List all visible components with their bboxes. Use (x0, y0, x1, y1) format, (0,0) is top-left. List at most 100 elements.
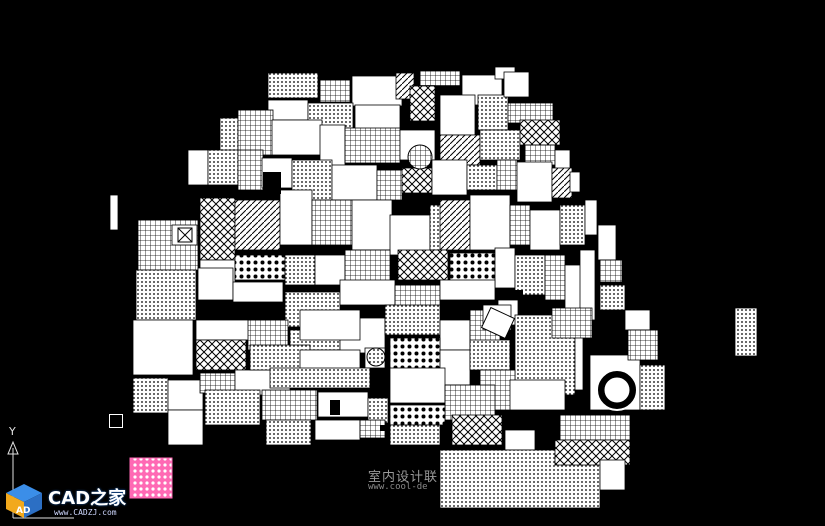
pattern-block[interactable] (331, 164, 378, 201)
pattern-block[interactable] (569, 171, 581, 193)
pattern-block[interactable] (584, 199, 598, 236)
pattern-block[interactable] (559, 414, 631, 441)
pattern-block[interactable] (496, 159, 518, 191)
pattern-block[interactable] (267, 72, 319, 99)
block-detail (330, 400, 340, 415)
pattern-block[interactable] (271, 119, 323, 156)
pattern-block[interactable] (197, 267, 234, 301)
pattern-block[interactable] (237, 109, 274, 156)
pattern-block[interactable] (261, 389, 318, 421)
pattern-block[interactable] (409, 85, 436, 122)
pattern-block[interactable] (469, 339, 511, 371)
block-detail (263, 172, 281, 194)
pattern-block[interactable] (319, 79, 351, 103)
pattern-block[interactable] (234, 199, 281, 251)
block-detail (603, 376, 631, 404)
pattern-block[interactable] (451, 414, 503, 446)
pattern-block[interactable] (477, 94, 509, 131)
pattern-block[interactable] (207, 149, 239, 186)
cube-logo-icon: AD (6, 484, 42, 518)
site-logo[interactable]: AD CAD之家 www.CADZJ.com (4, 482, 139, 522)
pattern-block[interactable] (344, 127, 401, 164)
pattern-block[interactable] (639, 364, 666, 411)
pattern-block[interactable] (195, 339, 247, 371)
pattern-block[interactable] (237, 149, 264, 191)
pattern-block[interactable] (344, 249, 391, 286)
pattern-block[interactable] (439, 319, 471, 351)
pattern-block[interactable] (397, 249, 449, 281)
pattern-block[interactable] (195, 319, 252, 341)
pattern-block[interactable] (734, 307, 758, 357)
block-detail (366, 347, 386, 367)
pattern-block[interactable] (509, 204, 531, 246)
pattern-block[interactable] (559, 204, 586, 246)
pattern-block[interactable] (419, 70, 461, 87)
pattern-block[interactable] (389, 404, 446, 426)
pattern-block[interactable] (167, 409, 204, 446)
pattern-block[interactable] (599, 259, 623, 283)
pattern-block[interactable] (351, 75, 403, 107)
pattern-block[interactable] (279, 189, 313, 246)
pattern-block[interactable] (199, 197, 236, 261)
pattern-block[interactable] (299, 309, 361, 341)
pattern-block[interactable] (311, 199, 353, 246)
block-detail (407, 144, 433, 170)
pattern-block[interactable] (132, 377, 169, 414)
pattern-block[interactable] (544, 254, 566, 301)
pattern-block[interactable] (599, 284, 626, 311)
pattern-block[interactable] (265, 419, 312, 446)
pattern-block[interactable] (267, 99, 309, 121)
pattern-block[interactable] (135, 269, 197, 321)
pattern-block[interactable] (494, 247, 516, 289)
pattern-block[interactable] (514, 254, 546, 296)
pattern-block[interactable] (317, 391, 369, 418)
pattern-block[interactable] (624, 309, 651, 331)
pattern-block[interactable] (389, 214, 431, 256)
pattern-block[interactable] (384, 304, 441, 336)
pattern-block[interactable] (469, 194, 511, 251)
pattern-block[interactable] (431, 159, 468, 196)
pattern-block[interactable] (597, 224, 617, 261)
pattern-block[interactable] (109, 194, 119, 231)
pattern-block[interactable] (551, 307, 593, 339)
pattern-block[interactable] (449, 252, 496, 284)
pattern-block[interactable] (132, 319, 194, 376)
pattern-block[interactable] (504, 429, 536, 451)
pattern-block[interactable] (439, 199, 471, 251)
pattern-block[interactable] (554, 149, 571, 171)
pattern-block[interactable] (314, 419, 361, 441)
pattern-block[interactable] (167, 379, 204, 411)
pattern-block[interactable] (439, 279, 496, 301)
pattern-block[interactable] (551, 167, 573, 199)
pattern-block[interactable] (187, 149, 209, 186)
pattern-block[interactable] (479, 129, 521, 161)
pattern-block[interactable] (401, 167, 433, 194)
pattern-block[interactable] (519, 119, 561, 146)
pattern-block[interactable] (439, 94, 476, 136)
pattern-block[interactable] (509, 379, 566, 411)
pattern-block[interactable] (376, 169, 403, 201)
pattern-block[interactable] (284, 254, 316, 286)
pattern-block[interactable] (627, 329, 659, 361)
pattern-block[interactable] (466, 164, 498, 191)
pattern-block[interactable] (389, 367, 446, 404)
pattern-block[interactable] (269, 367, 371, 389)
block-detail (177, 227, 193, 243)
block-detail (480, 306, 516, 340)
pattern-block[interactable] (503, 71, 530, 98)
pattern-block[interactable] (339, 279, 396, 306)
pattern-block[interactable] (599, 459, 626, 491)
pattern-block[interactable] (219, 117, 239, 154)
pattern-block[interactable] (204, 389, 261, 426)
pattern-block[interactable] (232, 281, 284, 303)
pattern-block[interactable] (351, 199, 393, 251)
pattern-block[interactable] (529, 209, 561, 251)
selection-square[interactable] (109, 414, 123, 428)
pattern-block[interactable] (367, 397, 389, 424)
block-detail (515, 290, 523, 298)
pattern-block[interactable] (389, 424, 441, 446)
pattern-block[interactable] (516, 161, 553, 203)
pattern-block[interactable] (234, 254, 286, 281)
